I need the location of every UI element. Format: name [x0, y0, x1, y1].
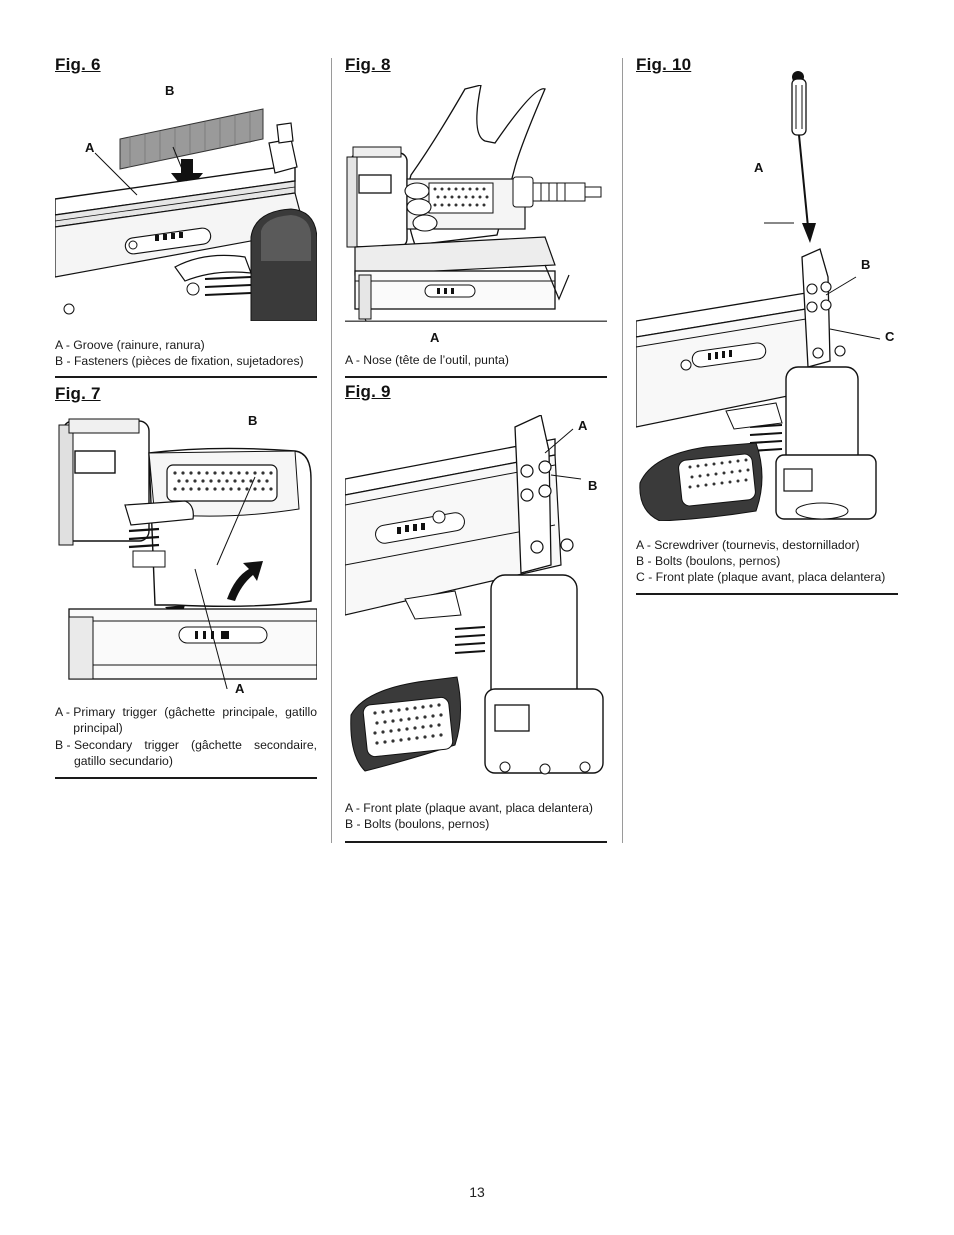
legend-item: C - Front plate (plaque avant, placa del…	[636, 569, 898, 585]
work-surface-line	[345, 321, 607, 322]
legend-key: B -	[636, 554, 655, 568]
figure-7-title: Fig. 7	[55, 384, 101, 403]
figure-10-illustration	[636, 71, 898, 521]
figure-10-legend: A - Screwdriver (tournevis, destornillad…	[636, 537, 898, 585]
legend-key: C -	[636, 570, 656, 584]
page-number: 13	[469, 1184, 485, 1200]
legend-key: B -	[345, 817, 364, 831]
legend-item: A - Screwdriver (tournevis, destornillad…	[636, 537, 898, 553]
figure-10-rule	[636, 593, 898, 595]
figure-10-callout-b: B	[861, 257, 871, 272]
legend-key: B -	[55, 354, 74, 368]
figure-10-title: Fig. 10	[636, 55, 692, 74]
column-divider-left	[331, 58, 332, 843]
figure-8-legend: A - Nose (tête de l’outil, punta)	[345, 352, 607, 368]
figure-9-callout-b: B	[588, 478, 598, 493]
figure-6-illustration	[55, 81, 317, 321]
figure-9-rule	[345, 841, 607, 843]
legend-key: A -	[55, 705, 74, 719]
legend-key: A -	[636, 538, 655, 552]
figure-6-rule	[55, 376, 317, 378]
figure-8-illustration	[345, 85, 607, 321]
figure-8-title: Fig. 8	[345, 55, 391, 74]
legend-key: A -	[345, 353, 364, 367]
legend-text: Bolts (boulons, pernos)	[654, 554, 781, 568]
column-divider-right	[622, 58, 623, 843]
legend-item: A - Front plate (plaque avant, placa del…	[345, 800, 607, 816]
legend-text: Groove (rainure, ranura)	[73, 338, 205, 352]
legend-text: Screwdriver (tournevis, destornillador)	[654, 538, 860, 552]
legend-key: A -	[345, 801, 364, 815]
figure-9-illustration	[345, 415, 607, 775]
figure-10-callout-c: C	[885, 329, 895, 344]
legend-text: Front plate (plaque avant, placa delante…	[363, 801, 593, 815]
figure-9-title: Fig. 9	[345, 382, 391, 401]
legend-item: A - Primary trigger (gâchette principale…	[55, 704, 317, 736]
legend-item: B - Bolts (boulons, pernos)	[345, 816, 607, 832]
figure-6-legend: A - Groove (rainure, ranura) B - Fastene…	[55, 337, 317, 369]
legend-text: Secondary trigger (gâchette secondaire, …	[73, 738, 317, 768]
figure-7-callout-b: B	[248, 413, 258, 428]
figure-7-illustration	[55, 409, 317, 689]
figure-8-callout-a: A	[430, 330, 440, 345]
legend-item: B - Bolts (boulons, pernos)	[636, 553, 898, 569]
legend-text: Fasteners (pièces de fixation, sujetador…	[73, 354, 304, 368]
legend-text: Front plate (plaque avant, placa delante…	[655, 570, 886, 584]
figure-7-legend: A - Primary trigger (gâchette principale…	[55, 704, 317, 769]
figure-6-callout-b: B	[165, 83, 175, 98]
legend-key: A -	[55, 338, 74, 352]
legend-item: A - Nose (tête de l’outil, punta)	[345, 352, 607, 368]
legend-text: Bolts (boulons, pernos)	[363, 817, 490, 831]
figure-9-legend: A - Front plate (plaque avant, placa del…	[345, 800, 607, 832]
figure-6-title: Fig. 6	[55, 55, 101, 74]
figure-7-rule	[55, 777, 317, 779]
legend-item: B - Secondary trigger (gâchette secondai…	[55, 737, 317, 769]
legend-text: Nose (tête de l’outil, punta)	[363, 353, 509, 367]
figure-8-rule	[345, 376, 607, 378]
figure-6-callout-a: A	[85, 140, 95, 155]
figure-10-callout-a: A	[754, 160, 764, 175]
legend-item: B - Fasteners (pièces de fixation, sujet…	[55, 353, 317, 369]
figure-9-callout-a: A	[578, 418, 588, 433]
legend-item: A - Groove (rainure, ranura)	[55, 337, 317, 353]
figure-7-callout-a: A	[235, 681, 245, 696]
legend-text: Primary trigger (gâchette principale, ga…	[73, 705, 317, 735]
legend-key: B -	[55, 738, 74, 752]
